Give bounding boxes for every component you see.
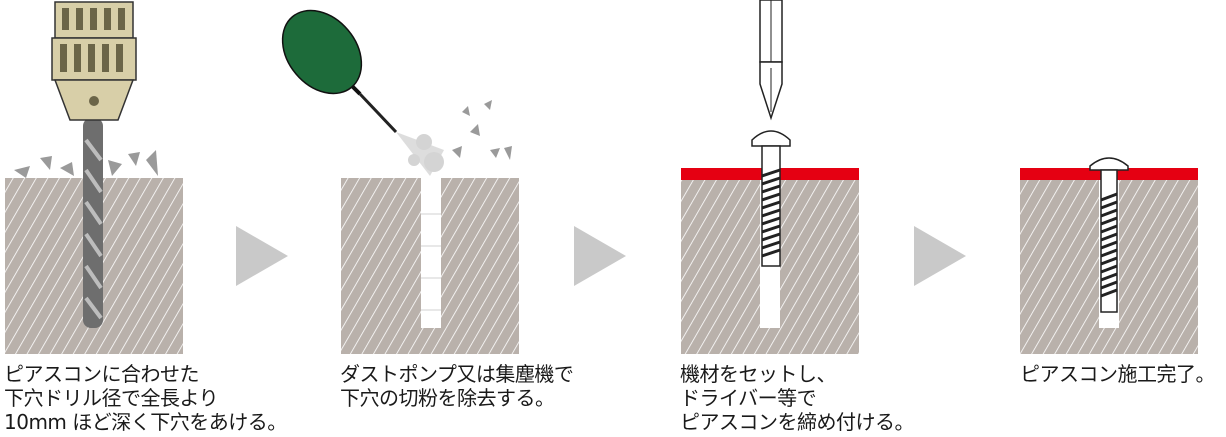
step-4-panel (1020, 157, 1198, 354)
caption-line: ピアスコンを締め付ける。 (680, 410, 915, 434)
air-blast (396, 132, 444, 176)
next-arrow-icon (574, 226, 626, 286)
drill-chips (14, 150, 158, 178)
caption-line: 下穴の切粉を除去する。 (340, 386, 555, 410)
flying-chips (452, 100, 512, 160)
next-arrow-icon (914, 226, 966, 286)
drill-bit-icon (83, 118, 103, 328)
step-3-panel (681, 0, 859, 354)
step-2-panel (281, 9, 519, 354)
step-1-caption: ピアスコンに合わせた 下穴ドリル径で全長より 10mm ほど深く下穴をあける。 (4, 362, 287, 434)
screwdriver-icon (759, 0, 783, 121)
dust-pump-icon (281, 9, 398, 134)
caption-line: 下穴ドリル径で全長より (4, 386, 219, 410)
clean-hole (421, 178, 441, 328)
step-3-caption: 機材をセットし、 ドライバー等で ピアスコンを締め付ける。 (680, 362, 915, 434)
caption-line: ピアスコン施工完了。 (1020, 362, 1216, 386)
caption-line: 機材をセットし、 (680, 362, 837, 386)
screw-icon (751, 130, 791, 267)
next-arrow-icon (236, 226, 288, 286)
caption-line: ダストポンプ又は集塵機で (340, 362, 574, 386)
installed-screw-icon (1089, 157, 1129, 313)
step-2-caption: ダストポンプ又は集塵機で 下穴の切粉を除去する。 (340, 362, 574, 410)
step-4-caption: ピアスコン施工完了。 (1020, 362, 1216, 386)
caption-line: ピアスコンに合わせた (4, 362, 199, 386)
caption-line: ドライバー等で (680, 386, 817, 410)
drill-chuck-icon (51, 1, 137, 121)
step-1-panel (5, 1, 183, 354)
caption-line: 10mm ほど深く下穴をあける。 (4, 410, 287, 434)
